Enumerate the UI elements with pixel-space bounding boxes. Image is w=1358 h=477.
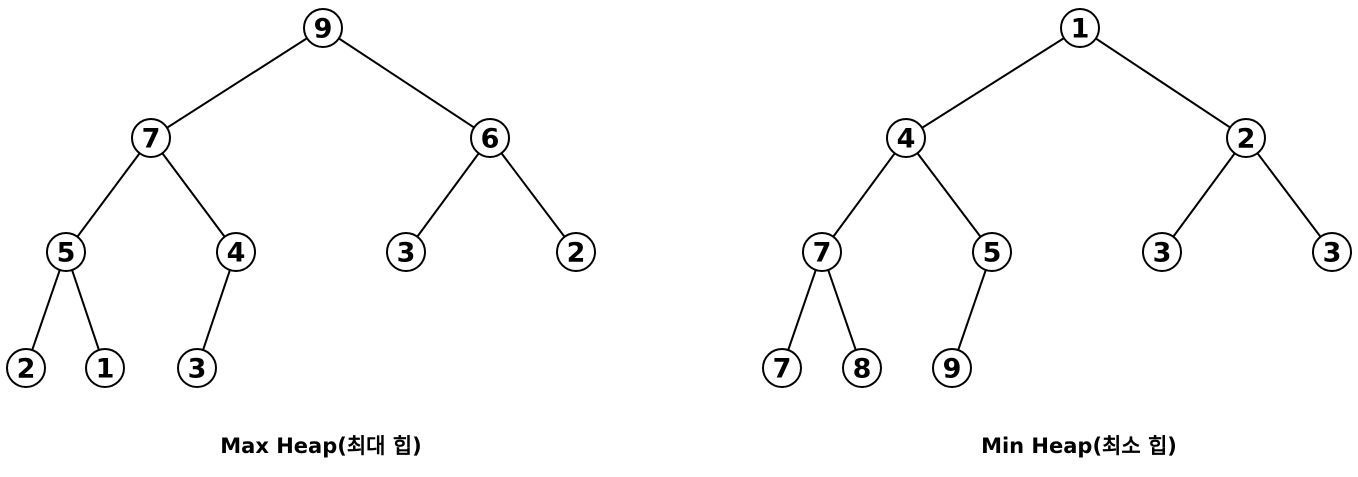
min-heap-node-circle [1312, 232, 1352, 272]
max-heap-node-circle [556, 232, 596, 272]
max-heap-node-value: 2 [567, 238, 586, 269]
max-heap-node-8: 1 [85, 348, 125, 388]
min-heap-edge-4-9 [951, 251, 993, 369]
min-heap-node-value: 3 [1323, 238, 1342, 269]
max-heap-edge-0-2 [322, 27, 491, 139]
max-heap-node-value: 7 [142, 124, 161, 155]
max-heap-node-value: 9 [314, 14, 333, 45]
tree-nodes: 9 7 6 5 4 3 2 2 1 3 1 4 2 7 5 3 3 7 8 9 [6, 8, 1352, 388]
min-heap-node-7: 7 [762, 348, 802, 388]
min-heap-node-circle [1060, 8, 1100, 48]
max-heap-node-2: 6 [470, 118, 510, 158]
max-heap-edge-2-5 [405, 137, 491, 253]
min-heap-edge-3-7 [781, 251, 823, 369]
min-heap-node-value: 5 [983, 238, 1002, 269]
max-heap-node-value: 3 [188, 354, 207, 385]
min-heap-node-circle [762, 348, 802, 388]
min-heap-node-5: 3 [1142, 232, 1182, 272]
max-heap-node-7: 2 [6, 348, 46, 388]
min-heap-node-8: 8 [842, 348, 882, 388]
max-heap-edge-1-3 [65, 137, 152, 253]
max-heap-edge-1-4 [150, 137, 237, 253]
max-heap-node-value: 5 [57, 238, 76, 269]
min-heap-edge-0-1 [905, 27, 1081, 139]
max-heap-node-circle [85, 348, 125, 388]
max-heap-node-3: 5 [46, 232, 86, 272]
min-heap-node-circle [1142, 232, 1182, 272]
max-heap-node-value: 6 [481, 124, 500, 155]
max-heap-node-circle [46, 232, 86, 272]
max-heap-node-circle [6, 348, 46, 388]
min-heap-node-value: 3 [1153, 238, 1172, 269]
min-heap-node-2: 2 [1226, 118, 1266, 158]
max-heap-node-4: 4 [216, 232, 256, 272]
min-heap-node-circle [802, 232, 842, 272]
min-heap-node-9: 9 [932, 348, 972, 388]
min-heap-node-value: 4 [897, 124, 916, 155]
max-heap-node-circle [131, 118, 171, 158]
max-heap-node-0: 9 [303, 8, 343, 48]
min-heap-node-circle [972, 232, 1012, 272]
max-heap-node-circle [386, 232, 426, 272]
max-heap-node-circle [303, 8, 343, 48]
min-heap-node-0: 1 [1060, 8, 1100, 48]
max-heap-edge-3-8 [65, 251, 106, 369]
max-heap-node-value: 1 [96, 354, 115, 385]
min-heap-node-value: 2 [1237, 124, 1256, 155]
min-heap-node-1: 4 [886, 118, 926, 158]
min-heap-edge-2-6 [1245, 137, 1333, 253]
min-heap-node-value: 1 [1071, 14, 1090, 45]
min-heap-edge-2-5 [1161, 137, 1247, 253]
max-heap-node-value: 2 [17, 354, 36, 385]
min-heap-edge-0-2 [1079, 27, 1247, 139]
min-heap-node-value: 7 [773, 354, 792, 385]
max-heap-node-9: 3 [177, 348, 217, 388]
max-heap-node-6: 2 [556, 232, 596, 272]
min-heap-edge-1-4 [905, 137, 993, 253]
min-heap-node-circle [842, 348, 882, 388]
max-heap-caption: Max Heap(최대 힙) [220, 434, 422, 458]
max-heap-node-value: 4 [227, 238, 246, 269]
max-heap-edge-2-6 [489, 137, 577, 253]
min-heap-node-circle [932, 348, 972, 388]
min-heap-node-4: 5 [972, 232, 1012, 272]
max-heap-node-circle [177, 348, 217, 388]
max-heap-node-circle [216, 232, 256, 272]
max-heap-edge-0-1 [150, 27, 324, 139]
min-heap-node-value: 8 [853, 354, 872, 385]
min-heap-caption: Min Heap(최소 힙) [981, 434, 1177, 458]
max-heap-node-value: 3 [397, 238, 416, 269]
max-heap-node-1: 7 [131, 118, 171, 158]
min-heap-node-value: 9 [943, 354, 962, 385]
min-heap-node-6: 3 [1312, 232, 1352, 272]
max-heap-edge-3-7 [25, 251, 67, 369]
min-heap-node-3: 7 [802, 232, 842, 272]
min-heap-node-circle [886, 118, 926, 158]
max-heap-edge-4-9 [196, 251, 237, 369]
max-heap-node-circle [470, 118, 510, 158]
min-heap-node-circle [1226, 118, 1266, 158]
min-heap-edge-3-8 [821, 251, 863, 369]
min-heap-node-value: 7 [813, 238, 832, 269]
tree-edges [25, 27, 1333, 369]
min-heap-edge-1-3 [821, 137, 907, 253]
max-heap-node-5: 3 [386, 232, 426, 272]
